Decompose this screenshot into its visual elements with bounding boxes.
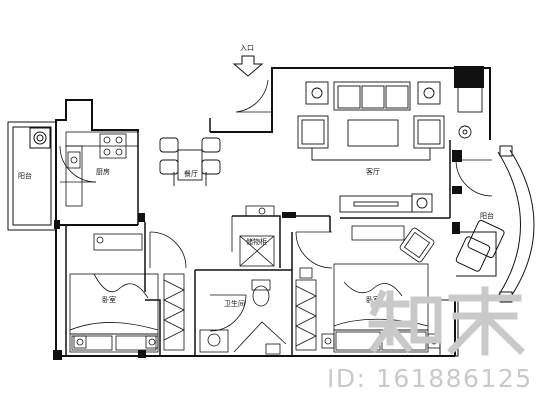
label-bathroom: 卫生间 [224,299,245,308]
label-storage: 储物柜 [246,237,267,246]
left-bedroom-furniture [69,233,185,353]
label-bedroom-right: 卧室 [366,295,380,304]
label-balcony-left: 阳台 [18,171,32,180]
interior-walls [65,118,451,356]
entrance-arrow-icon [232,55,264,77]
dining-table [159,137,221,186]
kitchen-fixtures [65,131,139,207]
label-living-room: 客厅 [366,167,380,176]
left-balcony [7,121,57,231]
label-dining-room: 餐厅 [184,169,198,178]
label-kitchen: 厨房 [96,167,110,176]
storage-and-bathroom-fixtures [199,205,287,355]
living-room-furniture [297,71,483,213]
watermark-logo [368,286,525,356]
label-entrance: 入口 [240,44,254,52]
label-balcony-right: 阳台 [480,211,494,220]
room-labels: 入口 客厅 餐厅 厨房 阳台 阳台 储物柜 卫生间 卧室 卧室 [18,44,494,308]
label-bedroom-left: 卧室 [102,295,116,304]
right-balcony [455,145,535,303]
watermark-id: ID: 161886125 [327,364,533,393]
